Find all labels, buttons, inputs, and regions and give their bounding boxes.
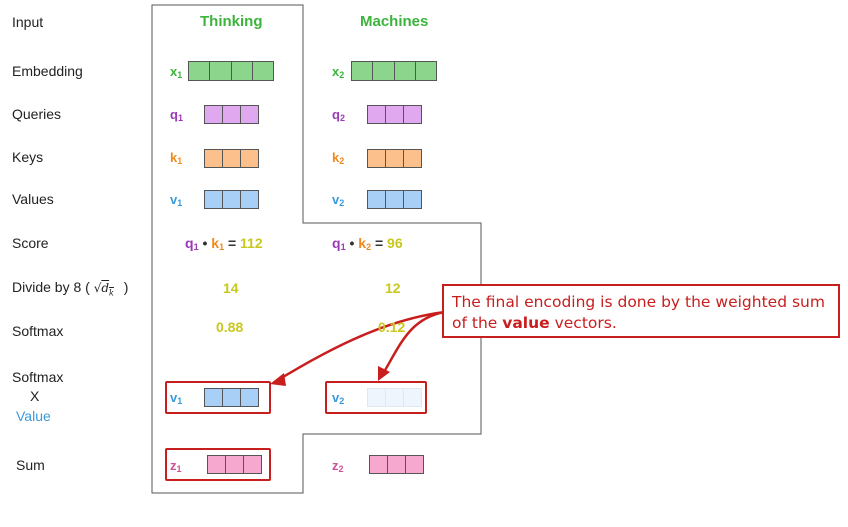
divided-value-1: 14	[223, 280, 239, 296]
vector-cell	[404, 106, 421, 123]
vector-cell	[388, 456, 406, 473]
value-vector-v2	[367, 190, 422, 209]
highlight-box-v2	[325, 381, 427, 414]
vector-cell	[386, 191, 404, 208]
weighted-value-vector-v1	[204, 388, 259, 407]
input-word-thinking: Thinking	[200, 13, 263, 30]
z2-label: z2	[332, 458, 344, 474]
row-label-sum: Sum	[16, 457, 45, 473]
vector-cell	[223, 106, 241, 123]
query-vector-q1	[204, 105, 259, 124]
vector-cell	[205, 191, 223, 208]
vector-cell	[368, 389, 386, 406]
vector-cell	[404, 191, 421, 208]
value-vector-v1	[204, 190, 259, 209]
row-label-softmax-x-value-3: Value	[16, 408, 51, 424]
row-label-queries: Queries	[12, 106, 62, 122]
query-vector-q2	[367, 105, 422, 124]
row-label-input: Input	[12, 14, 44, 30]
sqrt-dk-formula: √dk	[93, 281, 114, 298]
vector-cell	[370, 456, 388, 473]
score-formula-1: q1 • k1 = 112	[185, 235, 263, 252]
vector-cell	[404, 150, 421, 167]
embedding-vector-x1	[188, 61, 274, 81]
row-label-keys: Keys	[12, 149, 44, 165]
x2-label: x2	[332, 64, 345, 80]
callout-arrow-right	[382, 310, 446, 373]
vector-cell	[386, 106, 404, 123]
vector-cell	[241, 106, 258, 123]
embedding-vector-x2	[351, 61, 437, 81]
highlight-box-z1	[165, 448, 271, 481]
vector-cell	[415, 62, 436, 80]
score-formula-2: q1 • k2 = 96	[332, 235, 403, 252]
v2-label: v2	[332, 192, 345, 208]
vector-cell	[394, 62, 416, 80]
row-label-softmax-x-value-1: Softmax	[12, 369, 64, 385]
vector-cell	[223, 191, 241, 208]
key-vector-k1	[204, 149, 259, 168]
row-label-values: Values	[12, 191, 54, 207]
divided-value-2: 12	[385, 280, 401, 296]
vector-cell	[386, 389, 404, 406]
x1-label: x1	[170, 64, 183, 80]
key-vector-k2	[367, 149, 422, 168]
callout-arrowhead-right	[378, 366, 390, 381]
vector-cell	[189, 62, 211, 80]
weighted-value-vector-v2	[367, 388, 422, 407]
row-label-score: Score	[12, 235, 49, 251]
score-value-2: 96	[387, 235, 403, 251]
row-label-embedding: Embedding	[12, 63, 83, 79]
v2-weighted-label: v2	[332, 390, 345, 406]
callout-arrowhead-left	[270, 373, 286, 386]
vector-cell	[205, 106, 223, 123]
vector-cell	[241, 389, 258, 406]
callout-arrow-left	[277, 310, 446, 382]
vector-cell	[406, 456, 423, 473]
v1-weighted-label: v1	[170, 390, 183, 406]
vector-cell	[226, 456, 244, 473]
row-label-softmax-x-value-2: X	[30, 388, 40, 404]
z1-label: z1	[170, 458, 182, 474]
vector-cell	[241, 191, 258, 208]
vector-cell	[223, 389, 241, 406]
vector-cell	[244, 456, 261, 473]
score-value-1: 112	[240, 235, 263, 251]
vector-cell	[205, 389, 223, 406]
row-label-divide: Divide by 8 ( √dk )	[12, 279, 129, 298]
vector-cell	[241, 150, 258, 167]
vector-cell	[223, 150, 241, 167]
softmax-value-1: 0.88	[216, 319, 244, 335]
explanation-callout: The final encoding is done by the weight…	[442, 284, 840, 338]
vector-cell	[373, 62, 395, 80]
softmax-value-2: 0.12	[378, 319, 406, 335]
q1-label: q1	[170, 107, 183, 123]
vector-cell	[210, 62, 232, 80]
vector-cell	[252, 62, 273, 80]
sum-vector-z1	[207, 455, 262, 474]
vector-cell	[368, 191, 386, 208]
vector-cell	[368, 106, 386, 123]
vector-cell	[368, 150, 386, 167]
vector-cell	[231, 62, 253, 80]
row-label-softmax: Softmax	[12, 323, 64, 339]
q2-label: q2	[332, 107, 345, 123]
v1-label: v1	[170, 192, 183, 208]
vector-cell	[404, 389, 421, 406]
k2-label: k2	[332, 150, 345, 166]
input-word-machines: Machines	[360, 13, 429, 30]
highlight-box-v1	[165, 381, 271, 414]
vector-cell	[205, 150, 223, 167]
vector-cell	[208, 456, 226, 473]
vector-cell	[386, 150, 404, 167]
sum-vector-z2	[369, 455, 424, 474]
vector-cell	[352, 62, 374, 80]
k1-label: k1	[170, 150, 183, 166]
